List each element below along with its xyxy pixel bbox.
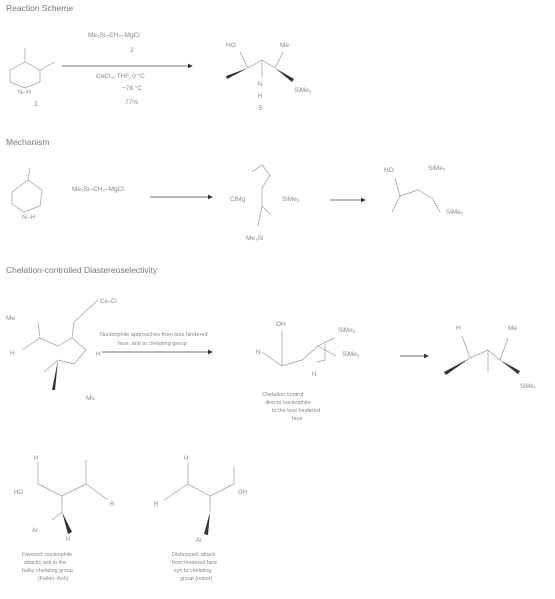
int-sime3: SiMe₃: [282, 196, 300, 203]
cint-n: N: [256, 349, 261, 356]
chel-h-right: H: [96, 351, 101, 358]
ts-b-cap-3: syn to chelating: [174, 568, 211, 574]
scheme1-arrow: Me₃Si–CH₂–MgCl 2 CeCl₃, THF, 0 °C −78 °C…: [62, 32, 193, 106]
starting-material: N–H 1: [9, 48, 56, 108]
mech-ketone: N–H: [11, 167, 43, 221]
cint-caption-2: directs nucleophile: [265, 400, 311, 406]
mech-reagent: Me₃Si–CH₂–MgCl: [72, 186, 124, 193]
cprod-h: H: [456, 325, 461, 332]
sm-nh-label: N–H: [18, 89, 31, 96]
ts-a-cap-3: bulky chelating group: [22, 568, 73, 574]
mprod-sime3-bottom: SiMe₃: [446, 209, 464, 216]
chel-ce-cl: Ce–Cl: [100, 299, 117, 305]
ts-a-ho: HO: [14, 490, 23, 496]
product-3: HO Me N H SiMe₃ 3: [226, 42, 312, 112]
product-sime3: SiMe₃: [294, 87, 312, 94]
conditions-line-2: −78 °C: [122, 84, 142, 92]
product-ho: HO: [226, 42, 236, 49]
cint-oh: OH: [276, 321, 286, 328]
cprod-sime3: SiMe₃: [520, 384, 537, 390]
cint-caption-4: face: [292, 416, 302, 422]
chel-me: Me: [6, 315, 15, 322]
ts-a-h-top: H: [34, 456, 38, 462]
yield-label: 77%: [125, 99, 138, 106]
product-n: N: [258, 81, 263, 88]
section-title-reaction-scheme: Reaction Scheme: [6, 3, 74, 13]
cint-h: H: [312, 372, 316, 378]
ts-a-cap-4: (Felkin–Anh): [38, 576, 69, 582]
sm-number: 1: [34, 101, 38, 108]
cint-caption-1: Chelation control: [262, 392, 303, 398]
product-number: 3: [258, 105, 262, 112]
chelate-complex: Ce–Cl Me H H Ms: [6, 299, 117, 402]
ts-b-cap-4: group (minor): [180, 576, 213, 582]
transition-state-b: R H Ar OH Disfavored: attack from hinder…: [154, 456, 247, 582]
section-title-mechanism: Mechanism: [6, 137, 50, 147]
mech-product: HO SiMe₃ SiMe₃: [384, 165, 464, 216]
ts-a-r: R: [110, 502, 115, 508]
ts-b-oh: OH: [238, 490, 247, 496]
ts-b-h: H: [184, 456, 188, 462]
section-title-chelation: Chelation-controlled Diastereoselectivit…: [6, 265, 158, 275]
ts-b-cap-1: Disfavored: attack: [172, 552, 215, 558]
mech-intermediate: ClMg SiMe₃ Me₃Si: [230, 164, 300, 242]
ts-a-cap-1: Favored: nucleophile: [22, 552, 72, 558]
cprod-me: Me: [508, 325, 517, 332]
cint-sime3-top: SiMe₃: [338, 327, 356, 334]
reagent-number: 2: [130, 47, 134, 54]
chel-ms: Ms: [86, 395, 95, 402]
cint-sime3-mid: SiMe₃: [342, 351, 360, 358]
chel-arrow-text-2: face, anti to chelating group: [118, 341, 187, 347]
product-h: H: [258, 94, 262, 100]
chel-arrow-text-1: Nucleophile approaches from less hindere…: [100, 332, 208, 338]
ts-a-h: H: [66, 537, 70, 543]
mech-nh-label: N–H: [22, 214, 35, 221]
conditions-line-1: CeCl₃, THF, 0 °C: [96, 72, 145, 80]
ts-b-r: R: [154, 502, 159, 508]
mprod-sime3-top: SiMe₃: [428, 165, 446, 172]
mprod-ho: HO: [384, 167, 394, 174]
int-me3si: Me₃Si: [246, 235, 263, 242]
reagent-above: Me₃Si–CH₂–MgCl: [88, 32, 140, 39]
int-clmg: ClMg: [230, 196, 246, 203]
transition-state-a: HO H R Ar H Favored: nucleophile attacks…: [14, 456, 115, 582]
cint-caption-3: to the less hindered: [272, 408, 320, 414]
ts-b-ar: Ar: [196, 538, 202, 544]
chel-product: H Me SiMe₃: [444, 325, 537, 390]
chel-h-left: H: [10, 350, 15, 357]
ts-b-cap-2: from hindered face: [172, 560, 217, 566]
product-me: Me: [280, 42, 289, 49]
ts-a-ar: Ar: [32, 528, 38, 534]
chel-intermediate: OH SiMe₃ SiMe₃ N H Chelation control dir…: [256, 321, 360, 422]
ts-a-cap-2: attacks anti to the: [24, 560, 66, 566]
